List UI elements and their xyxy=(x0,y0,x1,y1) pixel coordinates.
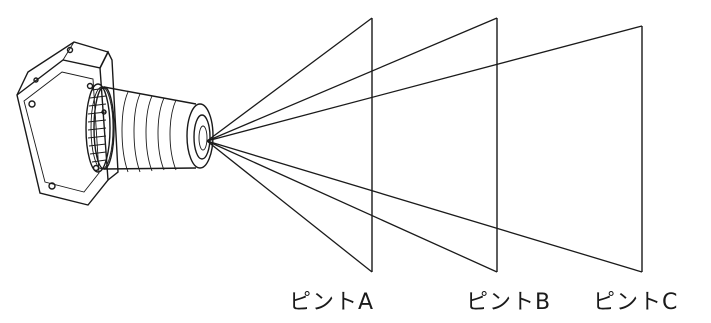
focus-cone-a xyxy=(207,18,372,272)
camera-illustration xyxy=(17,42,213,205)
focus-cone-c xyxy=(207,26,642,272)
focus-cone-b xyxy=(207,18,497,272)
focus-label-b: ピントB xyxy=(466,284,551,316)
focus-label-a: ピントA xyxy=(289,284,374,316)
focus-label-c: ピントC xyxy=(593,284,678,316)
